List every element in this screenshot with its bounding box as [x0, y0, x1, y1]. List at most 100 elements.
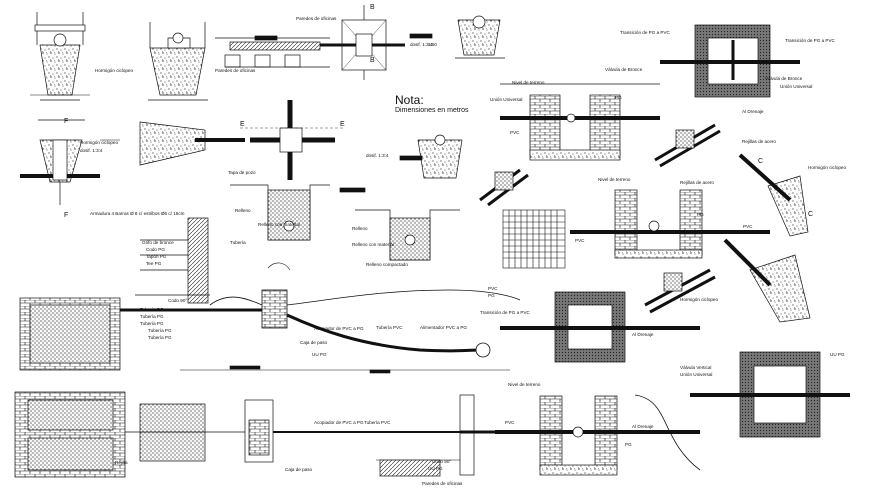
- label-tuberia-pg-1: Tubería PG: [140, 307, 164, 312]
- label-pg-1: PG: [615, 95, 622, 100]
- label-caja-2: Caja de paso: [285, 467, 313, 472]
- label-tapon: Tapón PG: [146, 254, 167, 259]
- label-transicion-2: Transición de PG a PVC: [785, 38, 835, 43]
- label-uu-pg-2: UU PG: [428, 466, 443, 471]
- detail-anchor-block-3: [409, 15, 505, 59]
- label-pvc-3: PVC: [505, 420, 515, 425]
- label-nivel-2: Nivel de terreno: [598, 177, 631, 182]
- label-al-drenaje-1: Al Drenaje: [742, 109, 764, 114]
- label-pvc-2: PVC: [743, 224, 753, 229]
- label-acopiador-2: Acopiador de PVC a PG: [314, 420, 364, 425]
- label-al-drenaje-3: Al Drenaje: [632, 424, 654, 429]
- label-tuberia-pvc-1: Tubería PVC: [376, 325, 403, 330]
- label-nivel-3: Nivel de terreno: [508, 382, 541, 387]
- detail-valve-box-section-bottom: [495, 394, 701, 476]
- detail-pipe-run-main: [209, 262, 521, 358]
- note-title: Nota:: [395, 93, 424, 107]
- label-pvc-4: PVC: [575, 238, 585, 243]
- label-rejillas-1: Rejillas de acero: [742, 139, 776, 144]
- detail-trench-section-2: [355, 209, 460, 261]
- label-tuberia-pg-5: Tubería PG: [148, 335, 172, 340]
- label-alimentador: Alimentador PVC a PG: [420, 325, 467, 330]
- label-tuberia-pg-3: Tubería PG: [140, 321, 164, 326]
- section-mark-f-bottom: F: [64, 212, 69, 219]
- section-mark-e-left: E: [240, 121, 245, 128]
- label-hormigon-3: Hormigón ciclopeo: [808, 165, 847, 170]
- label-relleno-4: Relleno con material: [352, 242, 394, 247]
- detail-anchor-block-4: [399, 134, 463, 179]
- detail-trench-section-1: [230, 184, 366, 241]
- label-relleno-2: Relleno: [352, 226, 368, 231]
- label-tuberia-pvc-2: Tubería PVC: [364, 420, 391, 425]
- detail-anchor-plan-left: [100, 121, 245, 166]
- detail-tank-plan-top: [19, 297, 121, 371]
- label-valvula-3: Válvula Vertical: [680, 365, 712, 370]
- section-mark-b-bottom: B: [370, 57, 375, 64]
- label-valvula-2: Válvula de Bronce: [605, 67, 643, 72]
- section-mark-c-bottom: C: [808, 211, 814, 218]
- detail-dimension-line: [180, 365, 510, 374]
- label-relleno-1: Relleno: [235, 208, 251, 213]
- detail-grating-plan: [502, 209, 566, 269]
- label-pvc-1: PVC: [510, 130, 520, 135]
- label-codo: Codo PG: [146, 247, 165, 252]
- label-tee: Tee PG: [146, 261, 162, 266]
- label-nivel-1: Nivel de terreno: [512, 80, 545, 85]
- label-scale: 1:50: [428, 42, 437, 47]
- detail-valve-box-plan-mid: [500, 291, 700, 363]
- label-pared-oficina-2: Paredes de oficinas: [215, 68, 256, 73]
- label-acopiador-1: Acopiador de PVC a PG: [314, 326, 364, 331]
- detail-pipe-support-elevation: [215, 35, 330, 68]
- detail-anchor-angled-right-1: [738, 153, 809, 237]
- label-transicion-3: Transición de PG a PVC: [480, 310, 530, 315]
- detail-column-elevation: [120, 217, 270, 312]
- section-mark-b-top: B: [370, 4, 375, 11]
- label-tapa-pozo: Tapa de pozo: [228, 170, 256, 175]
- detail-anchor-block-2: [148, 22, 208, 101]
- label-pg-alim: PG: [488, 293, 495, 298]
- label-union-1: Unión Universal: [780, 84, 813, 89]
- label-hormigon-2: Hormigón ciclopeo: [80, 140, 119, 145]
- label-hormigon-4: Hormigón ciclopeo: [680, 297, 719, 302]
- detail-valve-box-plan-top: [660, 24, 800, 98]
- label-rejillas-2: Rejillas de acero: [680, 180, 714, 185]
- label-uu-pg-3: UU PG: [830, 352, 845, 357]
- label-dosif-1: dosif. 1:3:4: [410, 42, 433, 47]
- detail-valve-box-plan-bottom: [690, 351, 850, 438]
- label-tuberia-pg-4: Tubería PG: [148, 328, 172, 333]
- label-pared-oficina-3: Paredes de oficinas: [422, 481, 463, 486]
- detail-tank-plan-bottom: [14, 391, 500, 478]
- detail-cross-junction: [240, 100, 345, 180]
- label-hormigon-1: Hormigón ciclopeo: [95, 68, 134, 73]
- label-armadura: Armadura 4 Barras Ø 8 c/ estribos Ø6 c/ …: [90, 211, 185, 216]
- label-valvula-1: Válvula de Bronce: [765, 76, 803, 81]
- section-mark-e-right: E: [340, 121, 345, 128]
- label-union-2: Unión Universal: [490, 97, 523, 102]
- label-pg-3: PG: [697, 212, 704, 217]
- label-dosif-2: dosif. 1:3:4: [80, 148, 103, 153]
- detail-anchor-elevation-left: [20, 119, 100, 205]
- label-pared-oficina-1: Paredes de oficinas: [296, 16, 337, 21]
- label-uu-pg-1: UU PG: [312, 352, 327, 357]
- detail-valve-box-section-top: [500, 83, 660, 161]
- label-transicion-1: Transición de PG a PVC: [620, 30, 670, 35]
- label-tuberia-1: Tubería: [230, 240, 246, 245]
- label-relleno-3: Relleno con material: [258, 222, 300, 227]
- detail-isometric-pieces: [479, 123, 721, 314]
- dimensions-note: Nota: Dimensiones en metros: [395, 93, 469, 114]
- detail-support-plan: [320, 5, 405, 80]
- section-mark-f-top: F: [64, 118, 69, 125]
- label-grifo: Grifo de bronce: [142, 240, 174, 245]
- label-codo-90-2: Codo 90°: [432, 459, 452, 464]
- label-dosif-3: dosif. 1:3:4: [366, 153, 389, 158]
- label-union-3: Unión Universal: [680, 372, 713, 377]
- detail-anchor-angled-right-2: [723, 238, 811, 323]
- detail-anchor-block-1: [30, 12, 90, 101]
- detail-valve-box-section-mid: [570, 189, 770, 259]
- label-tuberia-pg-2: Tubería PG: [140, 314, 164, 319]
- label-reja: Rejilla: [115, 460, 128, 465]
- label-relleno-compactado: Relleno compactado: [366, 262, 408, 267]
- label-pg-2: PG: [630, 325, 637, 330]
- section-mark-c-top: C: [758, 158, 764, 165]
